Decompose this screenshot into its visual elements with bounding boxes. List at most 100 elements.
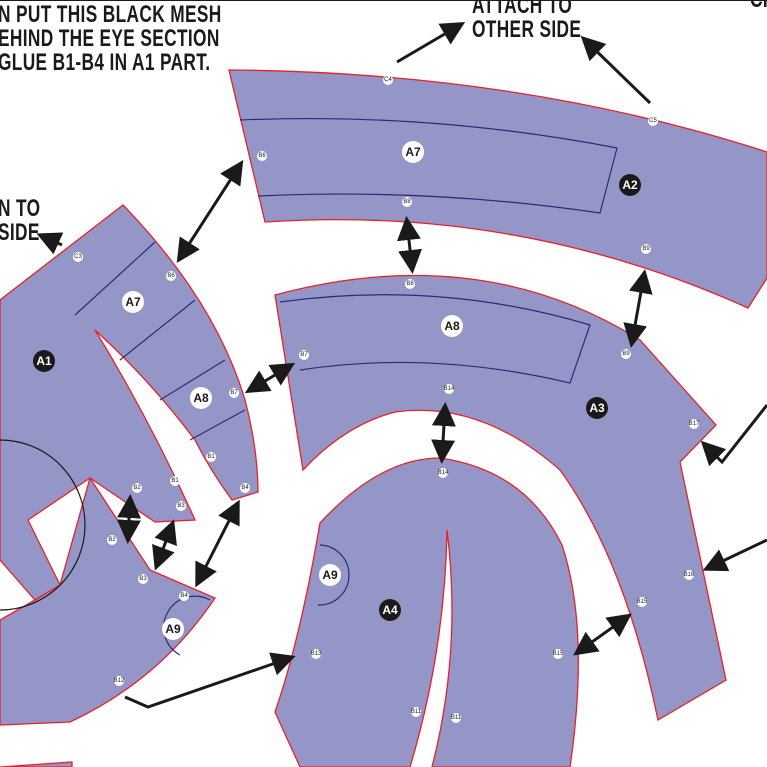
tab-b15b: B15 [553, 649, 564, 659]
svg-text:A4: A4 [382, 603, 398, 617]
tab-b2: B2 [132, 483, 142, 493]
tab-b15: B15 [637, 597, 648, 607]
tab-b12: B12 [114, 676, 125, 686]
note-line: N PUT THIS BLACK MESH [0, 1, 222, 28]
tab-b14: B14 [438, 468, 449, 478]
svg-text:A7: A7 [405, 145, 421, 159]
svg-text:B14: B14 [444, 386, 455, 392]
fold-line-a7-left [74, 241, 246, 441]
note-line: EHIND THE EYE SECTION [0, 25, 220, 52]
svg-text:C5: C5 [649, 118, 657, 124]
svg-text:A8: A8 [444, 319, 460, 333]
tab-b6-top: B6 [257, 151, 267, 161]
svg-text:B7: B7 [230, 390, 238, 396]
tab-b7-mid: B7 [299, 350, 309, 360]
fold-line-a7 [239, 117, 618, 214]
piece-a4 [274, 457, 579, 767]
instruction-note-left: N TO SIDE [0, 197, 40, 245]
svg-text:A8: A8 [193, 391, 209, 405]
tab-c3: C3 [73, 252, 83, 262]
tab-b6-left: B6 [166, 271, 176, 281]
tab-b16: B16 [684, 570, 695, 580]
svg-text:B4: B4 [241, 485, 249, 491]
part-label-a9-left: A9 [162, 618, 184, 640]
svg-text:B8: B8 [406, 281, 414, 287]
part-label-a4: A4 [379, 599, 401, 621]
instruction-note-attach: ATTACH TO OTHER SIDE [472, 0, 581, 42]
svg-text:B7: B7 [300, 352, 308, 358]
svg-text:A1: A1 [36, 354, 52, 368]
tab-b8-top: B8 [402, 197, 412, 207]
tab-b3b: B3 [138, 574, 148, 584]
part-label-a1: A1 [33, 350, 55, 372]
piece-a7-a2 [228, 69, 767, 309]
part-label-a7-top: A7 [402, 141, 424, 163]
eye-outline [0, 439, 86, 611]
part-label-a7-left: A7 [122, 291, 144, 313]
svg-text:B3: B3 [139, 576, 147, 582]
tab-b4: B4 [240, 483, 250, 493]
svg-text:B1: B1 [171, 478, 179, 484]
svg-text:A3: A3 [589, 401, 605, 415]
tab-b17: B17 [689, 419, 700, 429]
tab-b7-left: B7 [229, 388, 239, 398]
svg-text:B9: B9 [642, 246, 650, 252]
part-label-a3: A3 [586, 397, 608, 419]
svg-text:B17: B17 [689, 421, 700, 427]
tab-b9-mid: B9 [621, 349, 631, 359]
note-line: OTHER SIDE [472, 16, 582, 43]
tab-b4b: B4 [179, 591, 189, 601]
svg-text:B11: B11 [451, 715, 462, 721]
note-line: GLUE B1-B4 IN A1 PART. [0, 49, 211, 76]
instruction-note-right: CH [750, 0, 767, 12]
part-label-a8-left: A8 [190, 387, 212, 409]
fold-line-a9 [317, 544, 350, 606]
svg-text:B15: B15 [553, 651, 564, 657]
part-label-a2: A2 [619, 174, 641, 196]
fold-line-a8 [279, 294, 591, 384]
svg-text:B9: B9 [622, 351, 630, 357]
note-line: N TO [0, 195, 41, 222]
svg-text:B6: B6 [167, 273, 175, 279]
svg-text:B8: B8 [403, 199, 411, 205]
svg-text:B15: B15 [637, 599, 648, 605]
tab-c5: C5 [648, 116, 658, 126]
part-label-a8-mid: A8 [441, 315, 463, 337]
svg-text:B13: B13 [311, 651, 322, 657]
svg-text:B12: B12 [114, 678, 125, 684]
svg-text:C4: C4 [384, 77, 392, 83]
tab-b1: B1 [206, 452, 216, 462]
instruction-note-mesh: N PUT THIS BLACK MESH EHIND THE EYE SECT… [0, 3, 222, 75]
tab-b1b: B1 [170, 476, 180, 486]
part-label-a9-mid: A9 [319, 564, 341, 586]
tab-b9: B9 [641, 244, 651, 254]
svg-text:B6: B6 [258, 153, 266, 159]
glue-tab-markers: C4 C5 B6 B8 B9 C3 B6 B8 B7 B9 B14 B17 B7… [73, 75, 700, 723]
note-line: SIDE [0, 219, 40, 246]
svg-text:A9: A9 [165, 622, 181, 636]
tab-c4: C4 [383, 75, 393, 85]
piece-bottom-strip [0, 761, 73, 767]
connection-arrows [36, 21, 767, 709]
piece-a8-a3 [274, 274, 727, 722]
svg-text:C3: C3 [74, 254, 82, 260]
tab-b11b: B11 [451, 713, 462, 723]
tab-b14-top: B14 [444, 384, 455, 394]
svg-text:B2: B2 [108, 537, 116, 543]
svg-text:A2: A2 [622, 178, 638, 192]
svg-text:B2: B2 [133, 485, 141, 491]
svg-text:B1: B1 [207, 454, 215, 460]
note-line: ATTACH TO [472, 0, 573, 19]
piece-a1-lower [0, 476, 216, 726]
tab-b3: B3 [176, 501, 186, 511]
tab-b2b: B2 [107, 535, 117, 545]
fold-line-a9-left [163, 595, 211, 656]
svg-text:B3: B3 [177, 503, 185, 509]
svg-text:A9: A9 [322, 568, 338, 582]
tab-b11: B11 [411, 707, 422, 717]
svg-text:B16: B16 [684, 572, 695, 578]
svg-text:B14: B14 [438, 470, 449, 476]
svg-text:A7: A7 [125, 295, 141, 309]
